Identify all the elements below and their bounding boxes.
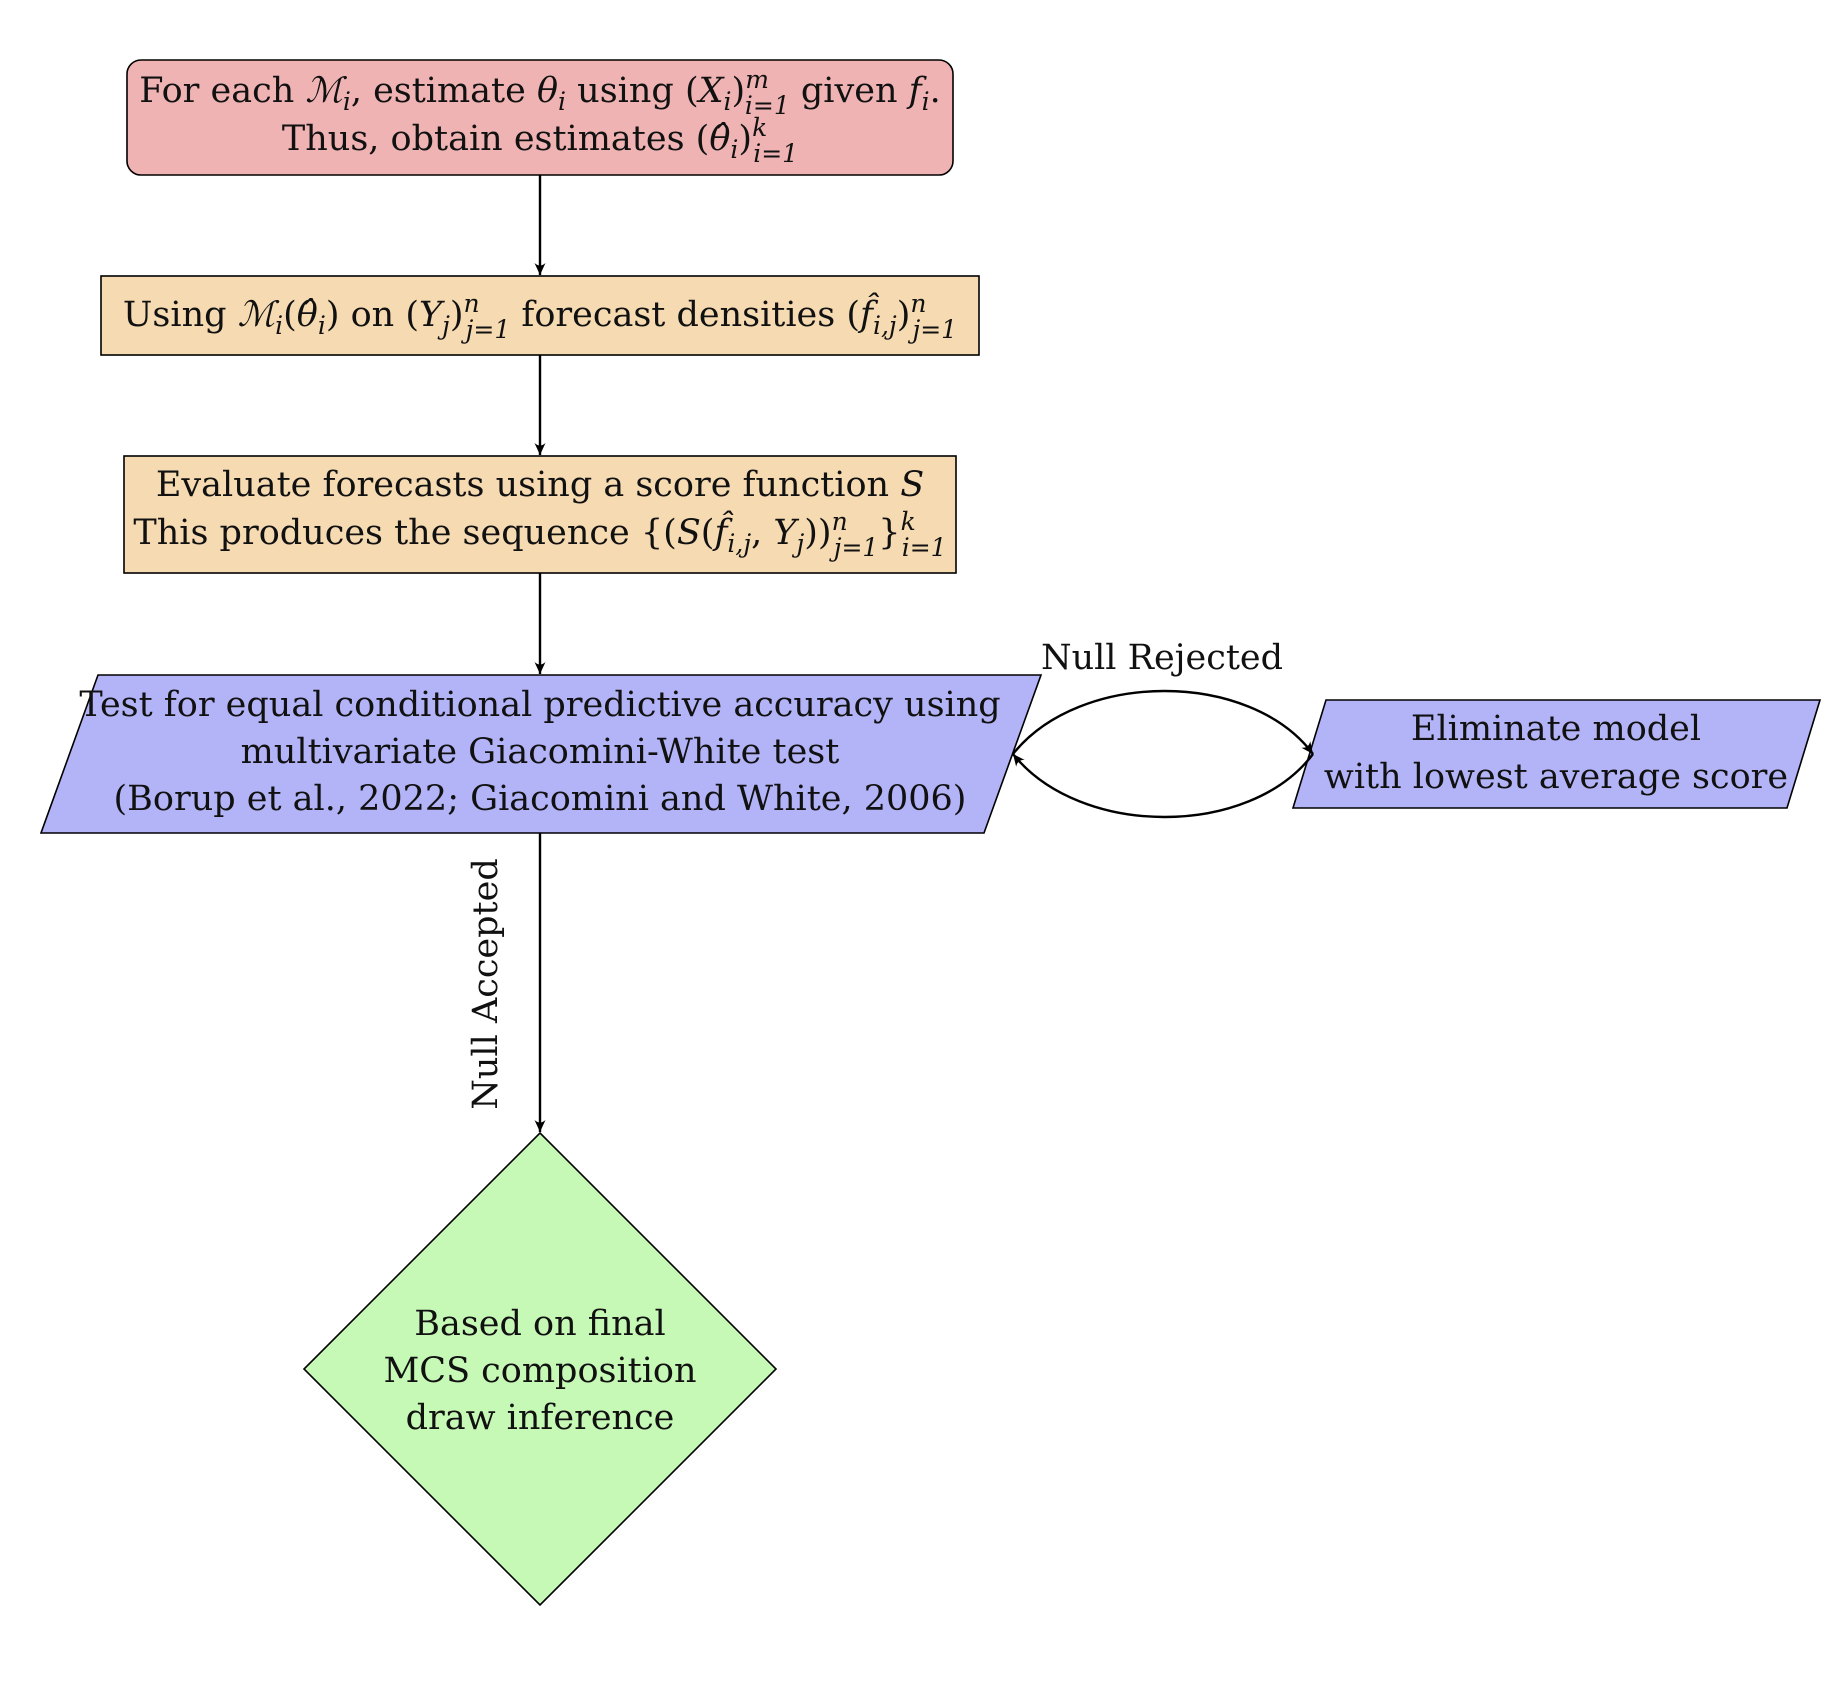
test-line-1: Test for equal conditional predictive ac… bbox=[79, 685, 1000, 725]
evaluate-node-shape bbox=[123, 455, 957, 574]
edge-test-to-eliminate bbox=[1012, 689, 1314, 755]
evaluate-line-1: Evaluate forecasts using a score functio… bbox=[156, 465, 924, 505]
evaluate-node: Evaluate forecasts using a score functio… bbox=[123, 455, 957, 574]
inference-line-2: MCS composition bbox=[383, 1351, 696, 1391]
eliminate-node: Eliminate model with lowest average scor… bbox=[1291, 699, 1822, 809]
evaluate-line-2: This produces the sequence {(S(f̂i,j, Yj… bbox=[133, 507, 946, 562]
test-line-2: multivariate Giacomini-White test bbox=[241, 732, 840, 772]
test-node-shape bbox=[39, 674, 1043, 834]
inference-node-shape bbox=[302, 1131, 778, 1607]
inference-line-3: draw inference bbox=[406, 1398, 675, 1438]
test-node: Test for equal conditional predictive ac… bbox=[39, 674, 1043, 834]
null-accepted-label: Null Accepted bbox=[466, 858, 506, 1109]
eliminate-line-2: with lowest average score bbox=[1324, 757, 1788, 797]
eliminate-node-shape bbox=[1291, 699, 1822, 809]
edge-eliminate-to-test bbox=[1012, 753, 1314, 819]
forecast-node-shape bbox=[100, 275, 980, 356]
eliminate-line-1: Eliminate model bbox=[1411, 709, 1701, 749]
inference-node: Based on final MCS composition draw infe… bbox=[302, 1131, 778, 1607]
null-rejected-label: Null Rejected bbox=[1041, 638, 1283, 678]
test-line-3: (Borup et al., 2022; Giacomini and White… bbox=[114, 779, 967, 819]
inference-line-1: Based on final bbox=[414, 1304, 665, 1344]
